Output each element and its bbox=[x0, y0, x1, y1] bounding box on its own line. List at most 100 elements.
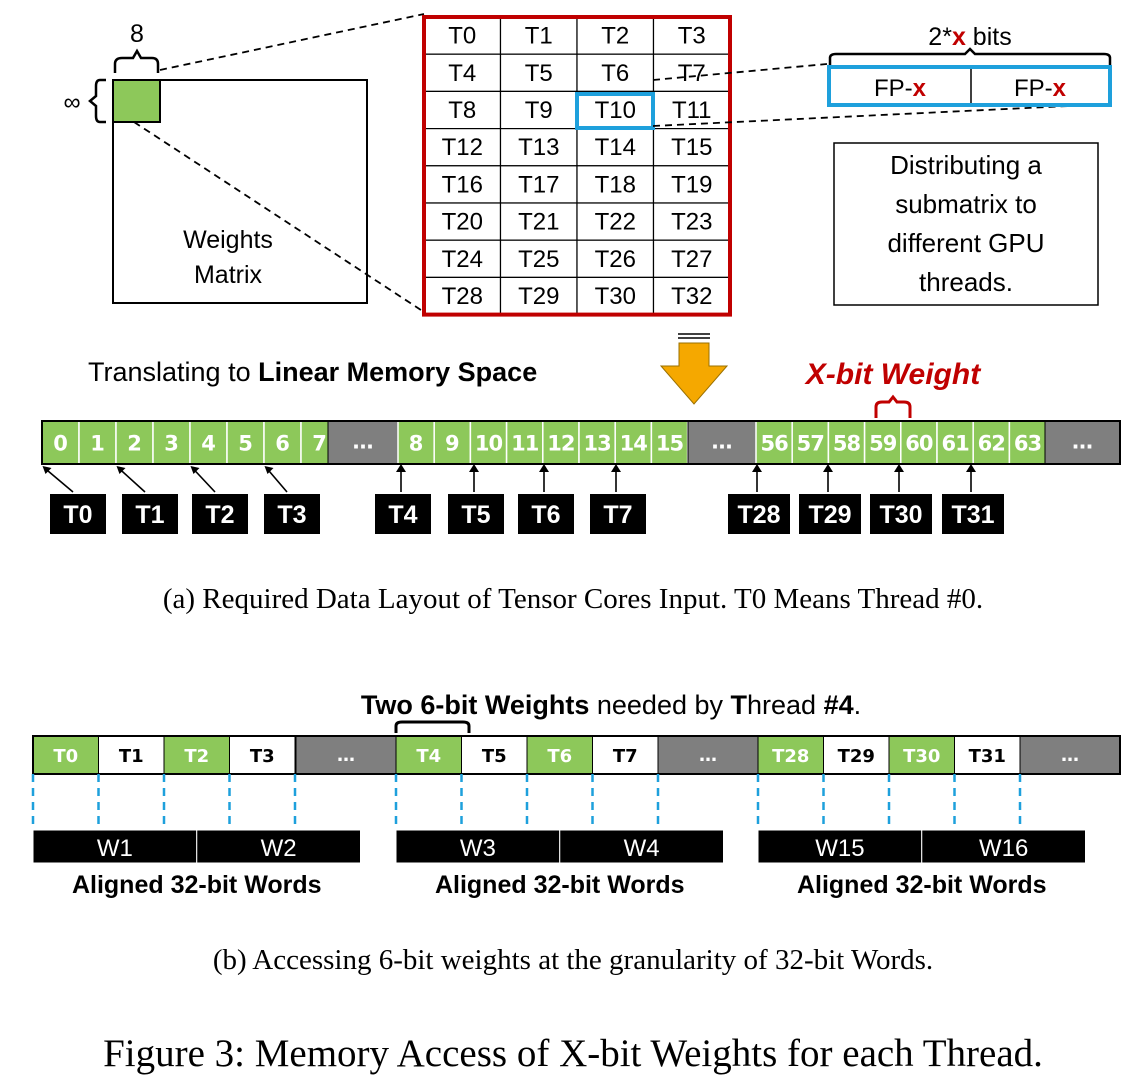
memory-cell-label: 8 bbox=[409, 432, 424, 456]
arrow-head-icon bbox=[611, 464, 621, 472]
thread-tag bbox=[518, 494, 574, 534]
translate-text: Translating to Linear Memory Space bbox=[88, 357, 537, 387]
thread-tag-label: T6 bbox=[531, 501, 560, 529]
memory-cell-label: 4 bbox=[201, 432, 216, 456]
grid-cell-label: T23 bbox=[671, 209, 712, 236]
memory-cell-label: 2 bbox=[127, 432, 142, 456]
thread-tag bbox=[870, 494, 932, 534]
word-label: W15 bbox=[815, 835, 864, 862]
caption-a: (a) Required Data Layout of Tensor Cores… bbox=[163, 583, 983, 615]
thread-cell-label: T5 bbox=[482, 746, 507, 767]
grid-cell-label: T30 bbox=[595, 283, 636, 310]
part-b-brace bbox=[394, 720, 471, 733]
thread-cell bbox=[461, 735, 528, 775]
fp-projection-top bbox=[652, 63, 828, 81]
weights-matrix-label-1: Weights bbox=[183, 226, 273, 254]
thread-cell-label: T31 bbox=[969, 746, 1006, 767]
thread-tag-label: T0 bbox=[63, 501, 92, 529]
memory-cell-label: 10 bbox=[475, 432, 503, 456]
grid-cell bbox=[499, 202, 578, 241]
projection-line-bottom bbox=[133, 121, 425, 313]
thread-cell-label: T6 bbox=[547, 746, 572, 767]
memory-cell-label: 58 bbox=[833, 432, 861, 456]
thread-tag-label: T7 bbox=[603, 501, 632, 529]
memory-cell-label: 63 bbox=[1014, 432, 1041, 456]
thread-pointer bbox=[191, 467, 216, 493]
green-tile bbox=[112, 79, 161, 123]
thread-tag-label: T31 bbox=[951, 501, 994, 529]
thread-tag-label: T3 bbox=[277, 501, 306, 529]
word-label: W1 bbox=[97, 835, 133, 862]
thread-tag bbox=[50, 494, 106, 534]
grid-cell-label: T9 bbox=[525, 97, 553, 124]
fp-label-2: FP-x bbox=[1014, 75, 1067, 102]
grid-cell-label: T29 bbox=[518, 283, 559, 310]
grid-cell bbox=[576, 202, 655, 241]
thread-tag-label: T29 bbox=[808, 501, 851, 529]
memory-cell-label: 5 bbox=[238, 432, 253, 456]
memory-cell bbox=[578, 420, 616, 465]
grid-cell-label: T32 bbox=[671, 283, 712, 310]
word-box bbox=[196, 829, 361, 864]
grid-cell bbox=[499, 53, 578, 93]
thread-cell bbox=[592, 735, 659, 775]
grid-cell bbox=[499, 165, 578, 204]
grid-cell bbox=[652, 53, 731, 93]
grid-cell bbox=[652, 16, 731, 55]
memory-cell-label: 62 bbox=[978, 432, 1005, 456]
thread-tag-label: T28 bbox=[737, 501, 780, 529]
memory-cell-label: 12 bbox=[547, 432, 574, 456]
thread-cell-label: T2 bbox=[184, 746, 209, 767]
memory-cell-label: 9 bbox=[445, 432, 460, 456]
thread-cell-label: T28 bbox=[772, 746, 809, 767]
word-group-label: Aligned 32-bit Words bbox=[797, 871, 1047, 899]
thread-tag-label: T1 bbox=[135, 501, 164, 529]
arrow-head-icon bbox=[396, 464, 406, 472]
thread-cell-label: T30 bbox=[903, 746, 940, 767]
thread-tag bbox=[942, 494, 1004, 534]
info-line-3: different GPU bbox=[887, 228, 1044, 258]
thread-gap-label: … bbox=[337, 745, 355, 766]
tile-width-label: 8 bbox=[130, 20, 144, 48]
thread-tag bbox=[448, 494, 504, 534]
weights-matrix: Weights Matrix bbox=[112, 79, 368, 304]
grid-cell-label: T6 bbox=[601, 60, 629, 87]
grid-cell bbox=[576, 128, 655, 167]
thread-tag-label: T5 bbox=[461, 501, 490, 529]
memory-gap-label: … bbox=[1072, 430, 1093, 454]
grid-cell bbox=[652, 128, 731, 167]
word-box bbox=[395, 829, 561, 864]
thread-cell-label: T4 bbox=[416, 746, 441, 767]
info-line-1: Distributing a bbox=[890, 150, 1042, 180]
word-group-label: Aligned 32-bit Words bbox=[72, 871, 322, 899]
grid-cell-label: T10 bbox=[595, 97, 636, 124]
tile-height-brace: ∞ bbox=[63, 78, 106, 124]
thread-row-border bbox=[32, 735, 1121, 775]
grid-cell-label: T5 bbox=[525, 60, 553, 87]
memory-cell bbox=[397, 420, 435, 465]
grid-cell-label: T26 bbox=[595, 246, 636, 273]
grid-cell bbox=[423, 16, 502, 55]
grid-cell-label: T16 bbox=[442, 171, 483, 198]
memory-cell-label: 3 bbox=[164, 432, 179, 456]
grid-cell-label: T2 bbox=[601, 23, 629, 50]
thread-gap-label: … bbox=[699, 745, 717, 766]
info-line-2: submatrix to bbox=[895, 189, 1037, 219]
memory-cell-label: 11 bbox=[511, 432, 539, 456]
grid-cell-label: T15 bbox=[671, 134, 712, 161]
thread-cell bbox=[98, 735, 165, 775]
info-box: Distributing a submatrix to different GP… bbox=[833, 142, 1099, 306]
arrow-head-icon bbox=[894, 464, 904, 472]
grid-cell-label: T20 bbox=[442, 209, 483, 236]
grid-cell bbox=[423, 90, 502, 130]
thread-cell bbox=[888, 735, 955, 775]
tile-height-label: ∞ bbox=[63, 89, 80, 116]
memory-gap-cell bbox=[687, 420, 757, 465]
memory-cell-label: 7 bbox=[312, 432, 327, 456]
arrow-head-icon bbox=[42, 466, 52, 474]
grid-cell bbox=[423, 202, 502, 241]
xbit-weight-label: X-bit Weight bbox=[804, 358, 982, 391]
fp-projection-bottom bbox=[652, 103, 1111, 127]
